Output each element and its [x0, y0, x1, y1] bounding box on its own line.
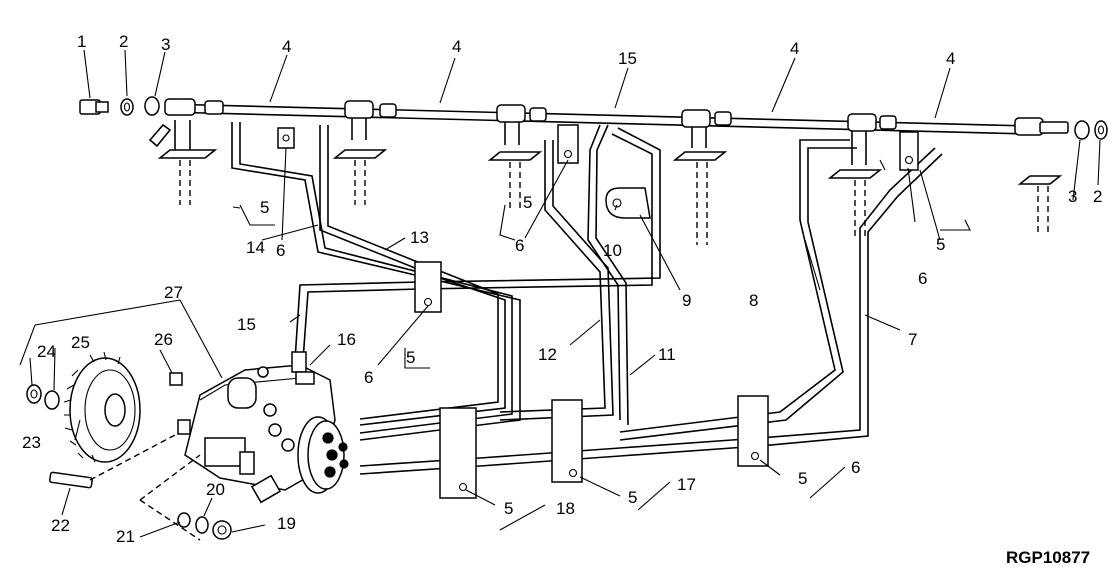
callout-6-a: 6 [276, 241, 285, 260]
nozzle-1 [148, 120, 218, 205]
injector-nozzles [148, 118, 1063, 245]
callout-3-right: 3 [1068, 187, 1077, 206]
callout-27: 27 [164, 283, 183, 302]
callout-18: 18 [556, 499, 575, 518]
callout-1: 1 [77, 32, 86, 51]
woodruff-key [169, 372, 183, 386]
washer-right [1094, 120, 1108, 140]
callout-2-left: 2 [119, 32, 128, 51]
callout-5-e: 5 [504, 499, 513, 518]
seal-left [144, 96, 160, 116]
callout-5-d: 5 [406, 348, 415, 367]
callout-4-b: 4 [452, 37, 461, 56]
callout-6-c: 6 [918, 269, 927, 288]
callout-24: 24 [37, 342, 56, 361]
nozzle-2 [332, 118, 388, 205]
callout-7: 7 [908, 330, 917, 349]
callout-3-left: 3 [161, 35, 170, 54]
callout-16: 16 [337, 330, 356, 349]
banjo-bolt-left [79, 99, 109, 115]
callout-25: 25 [71, 333, 90, 352]
leader-lines [19, 49, 1101, 538]
callout-22: 22 [51, 516, 70, 535]
callout-13: 13 [410, 228, 429, 247]
callout-5-a: 5 [260, 198, 269, 217]
callout-17: 17 [677, 475, 696, 494]
gear-nut [26, 384, 42, 404]
drive-gear [63, 351, 141, 463]
callout-11: 11 [658, 345, 676, 364]
callout-4-a: 4 [282, 37, 291, 56]
nozzle-6 [1017, 175, 1063, 235]
callout-15-top: 15 [618, 49, 637, 68]
callout-2-right: 2 [1093, 187, 1102, 206]
injection-lines [231, 122, 943, 475]
callout-15-left: 15 [237, 315, 256, 334]
callout-23: 23 [22, 433, 41, 452]
mounting-stud [49, 471, 93, 489]
callout-19: 19 [277, 514, 296, 533]
gear-washer [44, 390, 60, 410]
nozzle-4 [672, 127, 728, 245]
pump-nut [212, 520, 232, 540]
callout-4-c: 4 [790, 39, 799, 58]
callout-9: 9 [682, 291, 691, 310]
callout-6-b: 6 [515, 236, 524, 255]
callout-5-g: 5 [798, 469, 807, 488]
callout-10: 10 [603, 241, 622, 260]
callout-20: 20 [206, 480, 225, 499]
lock-washer [195, 516, 209, 534]
callout-labels: 1 2 3 4 4 15 4 4 3 2 5 6 5 6 10 9 5 6 13… [22, 32, 1102, 567]
washer-left [120, 98, 134, 116]
nozzle-3 [487, 122, 543, 210]
callout-6-e: 6 [851, 458, 860, 477]
callout-12: 12 [538, 345, 557, 364]
callout-6-d: 6 [364, 368, 373, 387]
callout-5-f: 5 [628, 488, 637, 507]
leak-off-return-line [164, 98, 1044, 136]
flat-washer [177, 512, 191, 528]
callout-21: 21 [116, 527, 135, 546]
seal-right [1074, 120, 1090, 140]
callout-5-c: 5 [936, 235, 945, 254]
injection-pump [177, 351, 349, 504]
bolt-right [1039, 121, 1069, 134]
callout-4-d: 4 [946, 49, 955, 68]
callout-14: 14 [246, 238, 265, 257]
callout-5-b: 5 [523, 193, 532, 212]
reference-code: RGP10877 [1006, 548, 1090, 567]
line-clamps [277, 124, 919, 499]
callout-26: 26 [154, 330, 173, 349]
callout-8: 8 [749, 291, 758, 310]
assembly-guides [89, 434, 201, 541]
